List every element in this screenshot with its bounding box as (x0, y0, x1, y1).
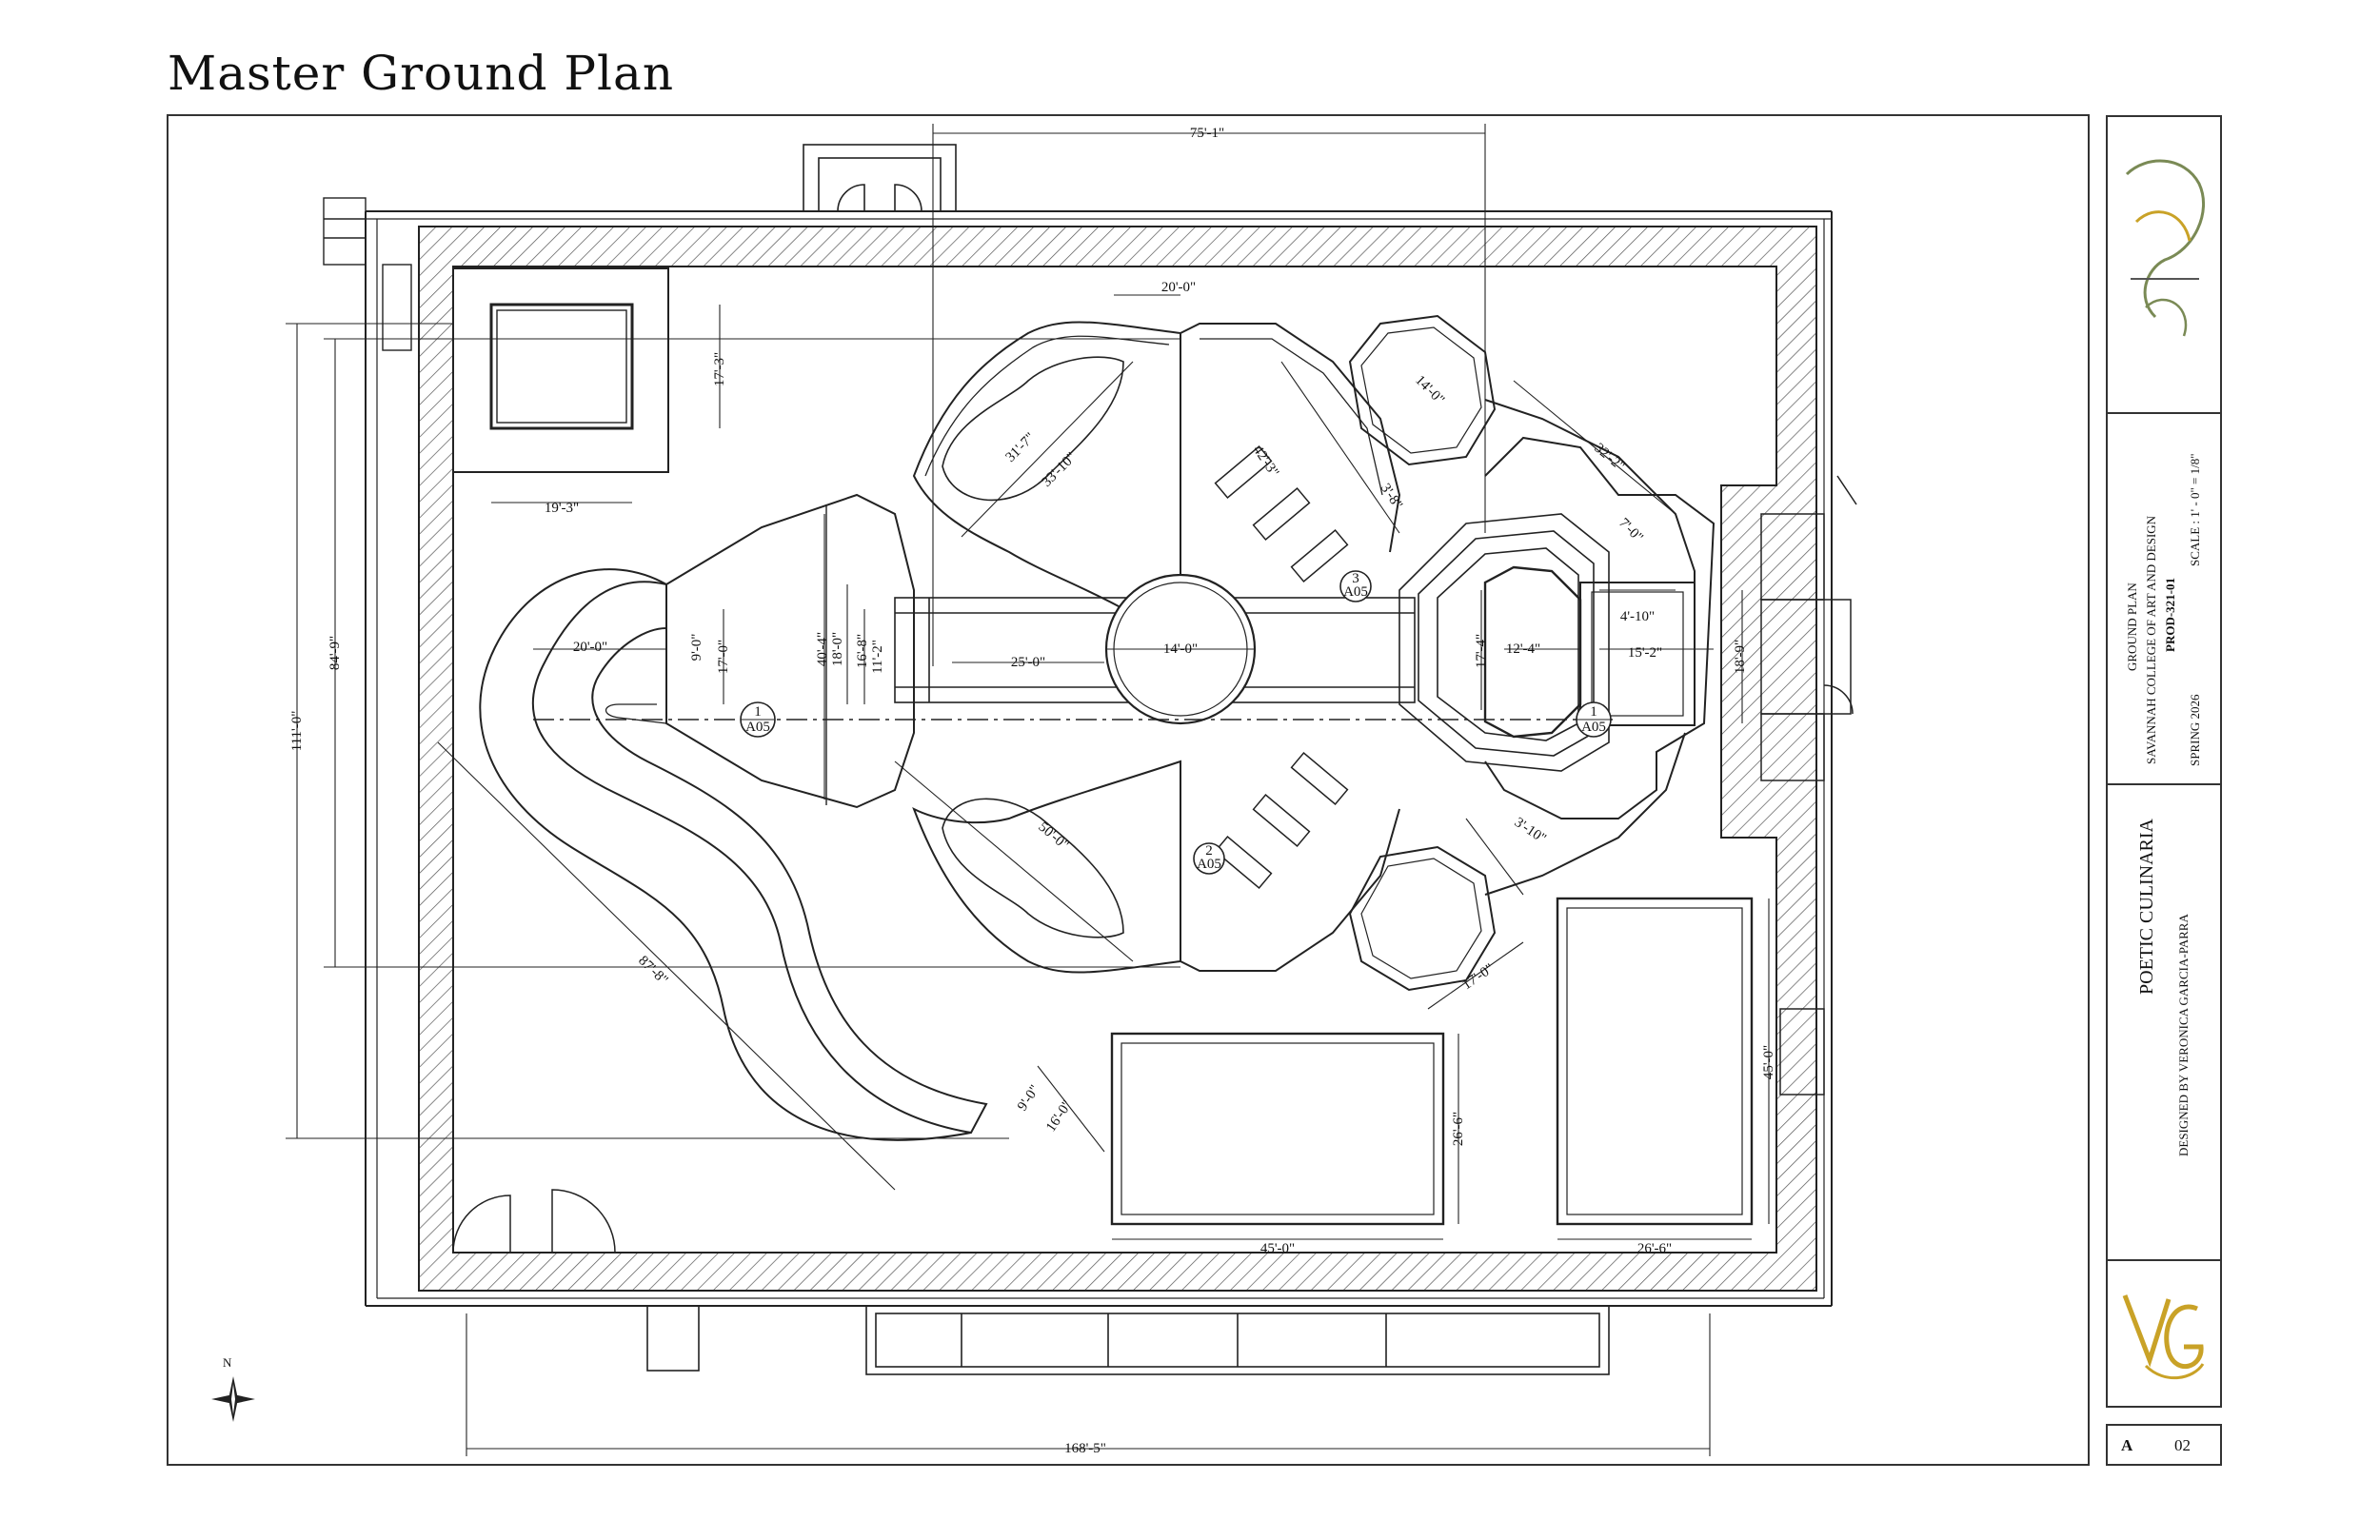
section-marker-lower-sheet: A05 (1197, 857, 1221, 872)
sheet-number-box: A 02 (2106, 1424, 2222, 1466)
title-block: GROUND PLAN SAVANNAH COLLEGE OF ART AND … (2106, 115, 2222, 1408)
dim-left-overall: 111'-0" (289, 711, 305, 752)
section-marker-lower-num: 2 (1205, 843, 1213, 859)
dim-slide: 87'-8" (635, 953, 670, 988)
dim-small-b: 7'-0" (1616, 516, 1646, 546)
dim-slide-end-b: 16'-0" (1043, 1097, 1076, 1135)
section-marker-right-num: 1 (1590, 704, 1597, 720)
dim-platform-h: 17'-3" (712, 352, 727, 386)
dim-left-e: 16'-8" (855, 634, 870, 668)
dim-right-d: 15'-2" (1628, 645, 1662, 661)
dim-ramp-width: 20'-0" (573, 640, 607, 655)
upper-wall-band (1180, 323, 1401, 553)
right-doors (1760, 475, 1857, 1096)
poetic-culinaria-logo (2125, 159, 2205, 337)
dim-right-e: 18'-9" (1733, 640, 1748, 674)
drawing-border (167, 114, 2090, 1466)
lower-wall-band (1180, 808, 1400, 972)
bottom-storage-bay (646, 1305, 1610, 1375)
section-marker-right-sheet: A05 (1581, 720, 1606, 735)
dim-booth-lower-b: 17'-0" (1459, 961, 1497, 994)
monogram-cell (2108, 1261, 2220, 1404)
section-marker-lower: 2 A05 (1193, 842, 1225, 875)
dim-rect2-w: 26'-6" (1637, 1241, 1672, 1256)
compass-icon (211, 1376, 255, 1422)
designer-credit: DESIGNED BY VERONICA GARCIA-PARRA (2176, 914, 2191, 1156)
dim-platform-w: 19'-3" (545, 501, 579, 516)
dim-right-b: 12'-4" (1506, 642, 1540, 657)
school-name: SAVANNAH COLLEGE OF ART AND DESIGN (2144, 515, 2158, 764)
left-stage (665, 493, 915, 809)
vg-monogram-logo (2122, 1294, 2205, 1380)
dim-left-inner: 84'-9" (327, 636, 343, 670)
lower-petal (912, 760, 1181, 974)
section-marker-left: 1 A05 (740, 701, 776, 738)
right-stage (1398, 513, 1610, 772)
bottom-left-doors (452, 1189, 616, 1254)
curved-slide (531, 581, 988, 1135)
dim-booth-top: 14'-0" (1412, 373, 1447, 408)
project-title-cell: POETIC CULINARIA DESIGNED BY VERONICA GA… (2108, 785, 2220, 1261)
north-label: N (223, 1355, 232, 1370)
raised-platform (452, 267, 669, 473)
plan-name: GROUND PLAN (2125, 582, 2139, 671)
dim-booth-lower-a: 3'-10" (1512, 815, 1549, 847)
dim-lower-diag: 50'-0" (1035, 819, 1071, 854)
dim-left-b: 17'-0" (716, 640, 731, 674)
section-marker-upper-sheet: A05 (1343, 584, 1368, 600)
section-marker-upper-num: 3 (1352, 571, 1359, 586)
section-marker-right: 1 A05 (1576, 701, 1612, 738)
dim-circle: 14'-0" (1163, 642, 1198, 657)
dim-stage-w: 20'-0" (1161, 280, 1196, 295)
right-pavilion (1484, 436, 1716, 819)
dim-bridge: 25'-0" (1011, 655, 1045, 670)
term: SPRING 2026 (2188, 694, 2202, 767)
project-info-cell: GROUND PLAN SAVANNAH COLLEGE OF ART AND … (2108, 414, 2220, 785)
dim-right-c: 4'-10" (1620, 609, 1655, 624)
dim-slide-end-a: 9'-0" (1015, 1082, 1042, 1114)
dim-left-c: 40'-4" (815, 632, 830, 666)
lower-booth (1348, 845, 1497, 992)
section-marker-left-sheet: A05 (745, 720, 770, 735)
building-walls (365, 210, 1833, 1307)
dimension-lines (286, 124, 1770, 1456)
section-marker-left-num: 1 (754, 704, 762, 720)
top-entry (803, 144, 957, 212)
dim-walk2: 33'-10" (1040, 450, 1080, 490)
dim-top-width: 75'-1" (1190, 126, 1224, 141)
project-title: POETIC CULINARIA (2136, 819, 2157, 995)
dim-rect1-h: 26'-6" (1451, 1112, 1466, 1146)
dim-walk1: 31'-7" (1003, 430, 1039, 465)
section-marker-upper: 3 A05 (1339, 570, 1372, 602)
dim-bottom-width: 168'-5" (1064, 1441, 1106, 1456)
drawing-scale: SCALE : 1' - 0" = 1/8" (2188, 453, 2202, 566)
dim-left-a: 9'-0" (689, 634, 704, 661)
loungers (1214, 444, 1349, 890)
corner-stair (323, 197, 412, 351)
page-title: Master Ground Plan (168, 46, 675, 101)
upper-booth (1348, 314, 1497, 466)
dim-rect1-w: 45'-0" (1260, 1241, 1295, 1256)
dim-left-d: 18'-0" (830, 632, 845, 666)
logo-cell (2108, 117, 2220, 414)
sheet-number: 02 (2174, 1436, 2191, 1454)
display-tables (1110, 897, 1754, 1226)
dim-left-f: 11'-2" (870, 640, 885, 674)
dim-right-a: 17'-4" (1474, 634, 1489, 668)
dim-rect2-h: 45'-0" (1761, 1045, 1776, 1079)
course-code: PROD-321-01 (2163, 578, 2177, 652)
sheet-letter: A (2121, 1436, 2133, 1454)
